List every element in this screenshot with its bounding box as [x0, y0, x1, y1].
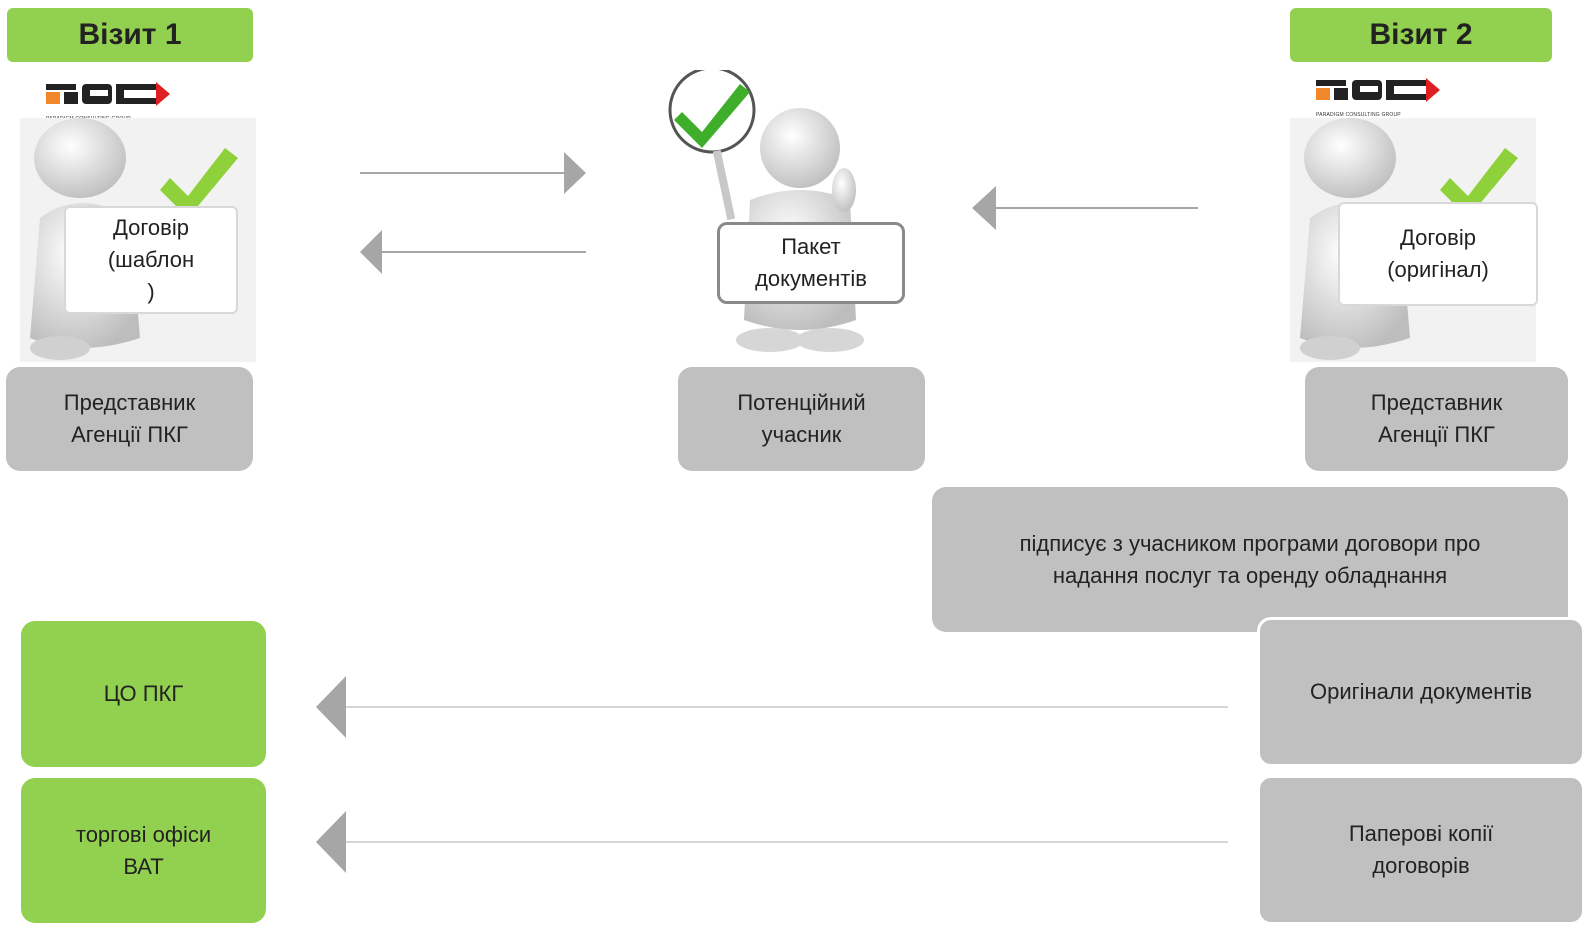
- center-sign-line2: документів: [755, 266, 867, 291]
- right-role-line1: Представник: [1370, 390, 1503, 415]
- left-sign-line3: ): [147, 279, 155, 304]
- left-role-box: Представник Агенції ПКГ: [6, 367, 253, 471]
- center-sign-line1: Пакет: [781, 234, 841, 259]
- left-role-line2: Агенції ПКГ: [71, 422, 188, 447]
- person-figure-center: [660, 70, 880, 360]
- left-sign-line1: Договір: [113, 215, 189, 240]
- head-office-box: ЦО ПКГ: [21, 621, 266, 767]
- person-with-sign-icon: [668, 70, 864, 352]
- right-role-box: Представник Агенції ПКГ: [1305, 367, 1568, 471]
- right-sign: Договір (оригінал): [1338, 202, 1538, 306]
- trade-offices-box: торгові офіси ВАТ: [21, 778, 266, 923]
- pkg-logo-right: PARADIGM CONSULTING GROUP: [1316, 78, 1456, 118]
- visit-1-label: Візит 1: [7, 8, 253, 62]
- right-role-line2: Агенції ПКГ: [1378, 422, 1495, 447]
- logo-caption-right: PARADIGM CONSULTING GROUP: [1316, 112, 1401, 118]
- arrow-left-from-visit2: [972, 186, 1198, 230]
- paper-copies-line2: договорів: [1372, 853, 1470, 878]
- visit-2-text: Візит 2: [1369, 18, 1473, 51]
- originals-label: Оригінали документів: [1309, 679, 1533, 704]
- visit-1-text: Візит 1: [78, 18, 182, 51]
- pkg-logo-icon: [1316, 78, 1440, 102]
- arrow-left-copies: [316, 811, 1228, 873]
- pkg-logo-icon: [46, 82, 170, 106]
- left-role-line1: Представник: [63, 390, 196, 415]
- center-role-box: Потенційний учасник: [678, 367, 925, 471]
- left-sign-line2: (шаблон: [107, 247, 195, 272]
- checkmark-icon: [674, 84, 750, 148]
- signs-note-line1: підписує з учасником програми договори п…: [1019, 530, 1481, 556]
- trade-offices-line2: ВАТ: [123, 853, 164, 879]
- paper-copies-box: Паперові копії договорів: [1257, 775, 1585, 925]
- right-sign-line1: Договір: [1400, 225, 1476, 250]
- right-sign-line2: (оригінал): [1387, 257, 1489, 282]
- visit-2-label: Візит 2: [1290, 8, 1552, 62]
- left-sign: Договір (шаблон ): [64, 206, 238, 314]
- center-sign: Пакет документів: [717, 222, 905, 304]
- pkg-logo-left: PARADIGM CONSULTING GROUP: [46, 82, 186, 122]
- trade-offices-line1: торгові офіси: [75, 821, 212, 847]
- originals-box: Оригінали документів: [1257, 617, 1585, 767]
- arrow-right-top: [360, 152, 586, 194]
- signs-note-box: підписує з учасником програми договори п…: [932, 487, 1568, 632]
- arrow-left-originals: [316, 676, 1228, 738]
- signs-note-line2: надання послуг та оренду обладнання: [1052, 562, 1448, 588]
- head-office-label: ЦО ПКГ: [103, 681, 184, 706]
- center-role-line2: учасник: [761, 422, 842, 447]
- arrow-left-top: [360, 230, 586, 274]
- paper-copies-line1: Паперові копії: [1348, 821, 1494, 846]
- center-role-line1: Потенційний: [737, 390, 866, 415]
